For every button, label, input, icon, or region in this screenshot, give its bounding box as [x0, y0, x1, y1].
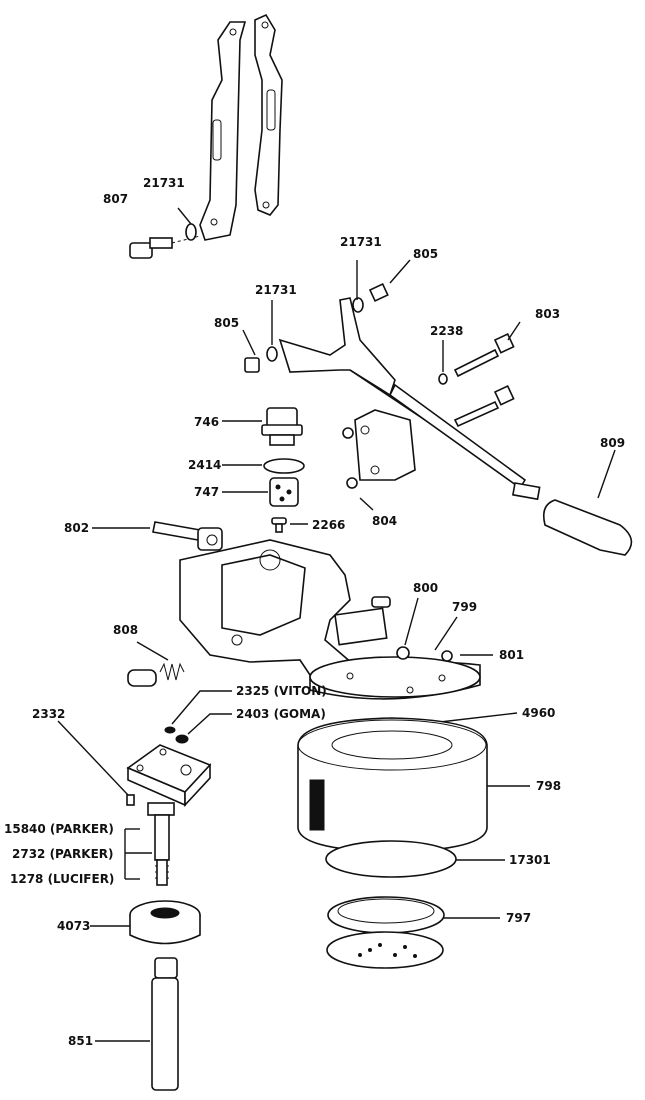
valve-block: [57, 720, 212, 886]
plate-797: [326, 896, 500, 969]
label-2325: 2325 (VITON): [236, 684, 327, 698]
label-15840: 15840 (PARKER): [4, 822, 114, 836]
oring-17301: [325, 840, 505, 878]
oring-2414: [222, 458, 305, 474]
label-803: 803: [535, 307, 560, 321]
label-2332: 2332: [32, 707, 65, 721]
part-labels: 807 21731 21731 805 21731 805 2238 803 7…: [4, 176, 625, 1048]
label-2238: 2238: [430, 324, 463, 338]
label-805-upper: 805: [413, 247, 438, 261]
label-797: 797: [506, 911, 531, 925]
screw-805-upper: [352, 259, 411, 313]
label-21731-mid: 21731: [340, 235, 382, 249]
label-800: 800: [413, 581, 438, 595]
label-798: 798: [536, 779, 561, 793]
bolt-802: [92, 521, 223, 551]
orings-2325-2403: [164, 690, 232, 744]
label-21731-top: 21731: [143, 176, 185, 190]
label-801: 801: [499, 648, 524, 662]
label-804: 804: [372, 514, 397, 528]
label-807: 807: [103, 192, 128, 206]
label-17301: 17301: [509, 853, 551, 867]
bracket-arms: [199, 13, 283, 241]
label-4960: 4960: [522, 706, 555, 720]
label-2732: 2732 (PARKER): [12, 847, 114, 861]
label-805-lower: 805: [214, 316, 239, 330]
pin-2266: [271, 517, 308, 533]
label-809: 809: [600, 436, 625, 450]
label-746: 746: [194, 415, 219, 429]
knob-809: [542, 449, 633, 556]
label-808: 808: [113, 623, 138, 637]
filter-747: [222, 477, 299, 507]
cylinder-798: [297, 717, 530, 853]
label-2266: 2266: [312, 518, 345, 532]
label-799: 799: [452, 600, 477, 614]
label-2414: 2414: [188, 458, 221, 472]
bolt-807: [129, 207, 201, 259]
bolts-803: [438, 321, 521, 428]
plug-746: [222, 407, 303, 446]
lever-assembly: [278, 297, 541, 501]
nut-4073: [90, 900, 201, 945]
label-4073: 4073: [57, 919, 90, 933]
label-21731-left: 21731: [255, 283, 297, 297]
bracket-labels: [124, 828, 152, 880]
main-body: [179, 539, 481, 700]
tube-851: [95, 957, 179, 1091]
label-1278: 1278 (LUCIFER): [10, 872, 114, 886]
screw-805-lower: [242, 329, 278, 373]
label-851: 851: [68, 1034, 93, 1048]
pin-808: [127, 641, 185, 687]
label-802: 802: [64, 521, 89, 535]
label-747: 747: [194, 485, 219, 499]
label-2403: 2403 (GOMA): [236, 707, 326, 721]
